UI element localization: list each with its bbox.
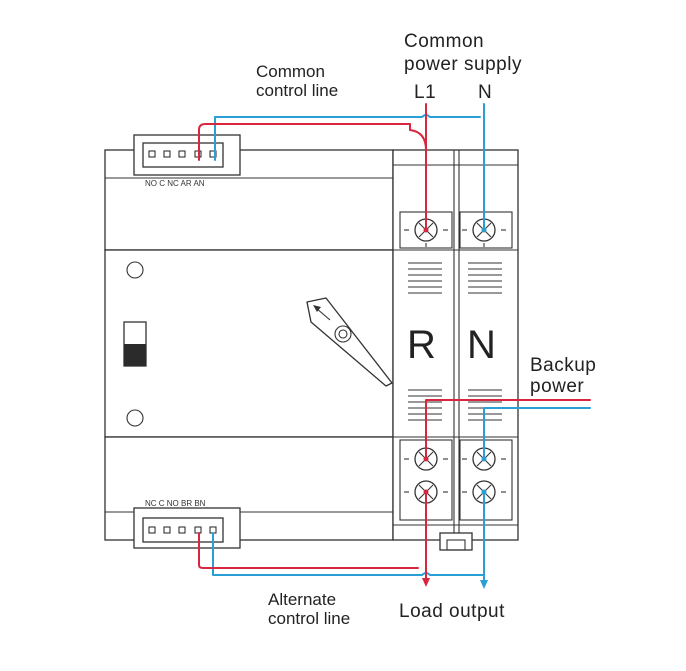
n-pole-letter: N (467, 323, 496, 367)
bottom-terminal-labels: NC C NO BR BN (145, 499, 206, 508)
switch-body (104, 149, 519, 551)
top-terminal-block: NO C NC AR AN (133, 134, 241, 188)
n-label: N (478, 82, 492, 103)
load-l-arrow (422, 578, 430, 587)
load-n-arrow (480, 580, 488, 589)
selector-knob[interactable] (306, 297, 393, 387)
l1-label: L1 (414, 82, 436, 103)
manual-switch[interactable] (123, 321, 147, 367)
pole-housing (392, 149, 519, 541)
bottom-module (104, 436, 394, 541)
common-control-label-1: Common (256, 62, 325, 81)
screw-hole-bottom (126, 409, 144, 427)
din-clip (439, 532, 473, 551)
common-control-label-2: control line (256, 81, 338, 100)
backup-power-label-1: Backup (530, 355, 596, 376)
r-pole-letter: R (407, 323, 436, 367)
common-supply-label-2: power supply (404, 54, 522, 75)
live-wires (198, 103, 591, 579)
alternate-control-label-2: control line (268, 609, 350, 628)
screw-hole-top (126, 261, 144, 279)
bottom-terminal-block: NC C NO BR BN (133, 499, 241, 549)
top-terminal-labels: NO C NC AR AN (145, 179, 205, 188)
alternate-control-label-1: Alternate (268, 590, 336, 609)
backup-power-label-2: power (530, 376, 584, 397)
load-output-label: Load output (399, 601, 505, 622)
common-supply-label-1: Common (404, 31, 484, 52)
